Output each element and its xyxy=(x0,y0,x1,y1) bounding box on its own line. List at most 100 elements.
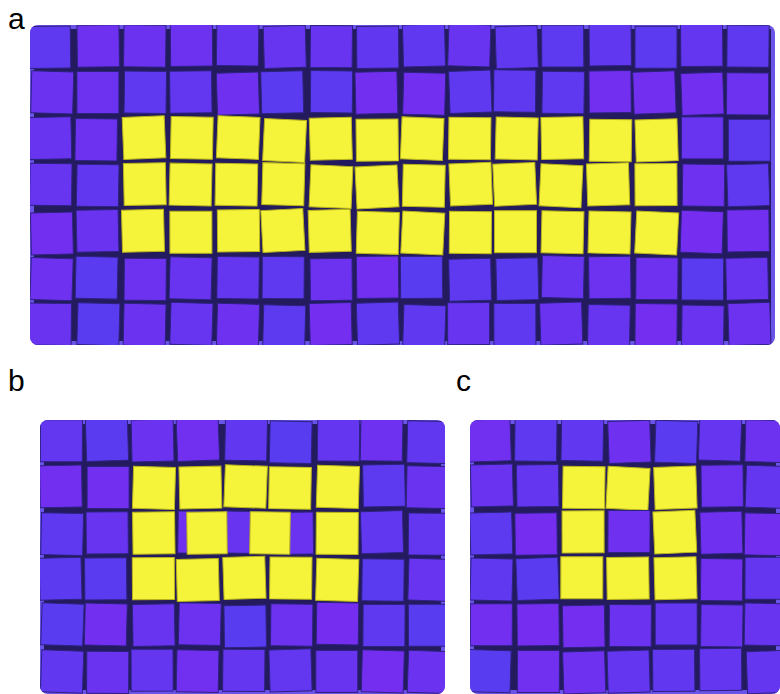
purple-tile xyxy=(123,303,166,345)
purple-tile xyxy=(30,212,73,255)
yellow-tile xyxy=(400,117,444,161)
purple-tile xyxy=(261,71,304,114)
yellow-tile xyxy=(217,210,259,252)
purple-tile xyxy=(726,257,769,300)
purple-tile xyxy=(408,513,445,555)
purple-tile xyxy=(517,650,559,692)
purple-tile xyxy=(124,25,167,67)
yellow-tile xyxy=(170,211,212,253)
yellow-tile xyxy=(495,211,537,253)
purple-tile xyxy=(653,649,695,691)
purple-tile xyxy=(563,651,606,694)
purple-tile xyxy=(496,258,539,301)
purple-tile xyxy=(681,258,723,300)
purple-tile xyxy=(681,72,724,115)
yellow-tile xyxy=(308,209,351,252)
purple-tile xyxy=(40,557,82,600)
purple-tile xyxy=(363,464,406,507)
yellow-tile xyxy=(224,465,268,509)
yellow-tile xyxy=(541,117,584,160)
purple-tile xyxy=(41,513,84,556)
purple-tile xyxy=(41,603,84,646)
purple-tile xyxy=(681,25,723,67)
purple-tile xyxy=(470,464,513,507)
purple-tile xyxy=(727,209,769,251)
purple-tile xyxy=(403,304,446,345)
yellow-tile xyxy=(654,466,697,509)
purple-tile xyxy=(316,602,359,645)
yellow-tile xyxy=(169,163,212,206)
purple-tile xyxy=(356,256,399,299)
purple-tile xyxy=(225,420,268,461)
purple-tile xyxy=(124,258,166,300)
panel-ground xyxy=(40,420,445,694)
purple-tile xyxy=(356,302,399,345)
purple-tile xyxy=(516,557,559,600)
purple-tile xyxy=(588,305,631,345)
purple-tile xyxy=(310,25,352,67)
purple-tile xyxy=(589,256,632,299)
purple-tile xyxy=(589,25,631,66)
purple-tile xyxy=(608,420,651,463)
purple-tile xyxy=(495,25,538,68)
purple-tile xyxy=(176,650,219,693)
yellow-tile xyxy=(187,512,227,554)
purple-tile xyxy=(30,258,73,301)
purple-tile xyxy=(700,648,742,690)
purple-tile xyxy=(75,119,118,162)
yellow-tile xyxy=(586,163,629,206)
purple-tile xyxy=(224,605,267,648)
yellow-tile xyxy=(561,557,603,599)
yellow-tile xyxy=(262,163,305,206)
panel-letter: b xyxy=(8,366,25,396)
purple-tile xyxy=(30,303,71,345)
panel-ground xyxy=(30,25,775,345)
yellow-tile xyxy=(449,211,491,253)
purple-tile xyxy=(357,26,399,68)
purple-tile xyxy=(515,420,558,461)
yellow-tile xyxy=(539,164,583,208)
yellow-tile xyxy=(635,119,678,162)
purple-tile xyxy=(75,256,118,299)
yellow-tile xyxy=(401,211,445,255)
purple-tile xyxy=(131,649,173,691)
purple-tile xyxy=(608,510,650,552)
purple-tile xyxy=(40,420,82,462)
yellow-tile xyxy=(495,117,538,160)
purple-tile xyxy=(701,465,743,507)
purple-tile xyxy=(169,257,212,300)
purple-tile xyxy=(132,604,175,647)
yellow-tile xyxy=(132,466,175,509)
purple-tile xyxy=(470,650,511,693)
yellow-tile xyxy=(270,557,312,599)
purple-tile xyxy=(746,650,780,693)
yellow-tile xyxy=(269,467,312,510)
purple-tile xyxy=(745,557,780,599)
yellow-tile xyxy=(589,119,632,162)
purple-tile xyxy=(86,512,128,554)
yellow-tile xyxy=(316,465,359,508)
purple-tile xyxy=(745,465,780,508)
yellow-tile xyxy=(493,162,537,206)
purple-tile xyxy=(262,256,304,298)
purple-tile xyxy=(77,303,120,345)
yellow-tile xyxy=(316,558,359,601)
purple-tile xyxy=(494,303,536,345)
purple-tile xyxy=(30,163,72,206)
purple-tile xyxy=(216,72,259,115)
purple-tile xyxy=(470,604,512,646)
yellow-tile xyxy=(122,116,166,160)
purple-tile xyxy=(408,558,445,601)
purple-tile xyxy=(31,71,74,114)
purple-tile xyxy=(540,302,583,345)
purple-tile xyxy=(85,420,128,462)
yellow-tile xyxy=(563,466,606,509)
purple-tile xyxy=(178,603,221,646)
purple-tile xyxy=(30,117,72,160)
purple-tile xyxy=(448,25,491,67)
purple-tile xyxy=(87,467,129,509)
tile-panel xyxy=(30,25,775,345)
yellow-tile xyxy=(355,165,399,209)
purple-tile xyxy=(170,302,213,345)
